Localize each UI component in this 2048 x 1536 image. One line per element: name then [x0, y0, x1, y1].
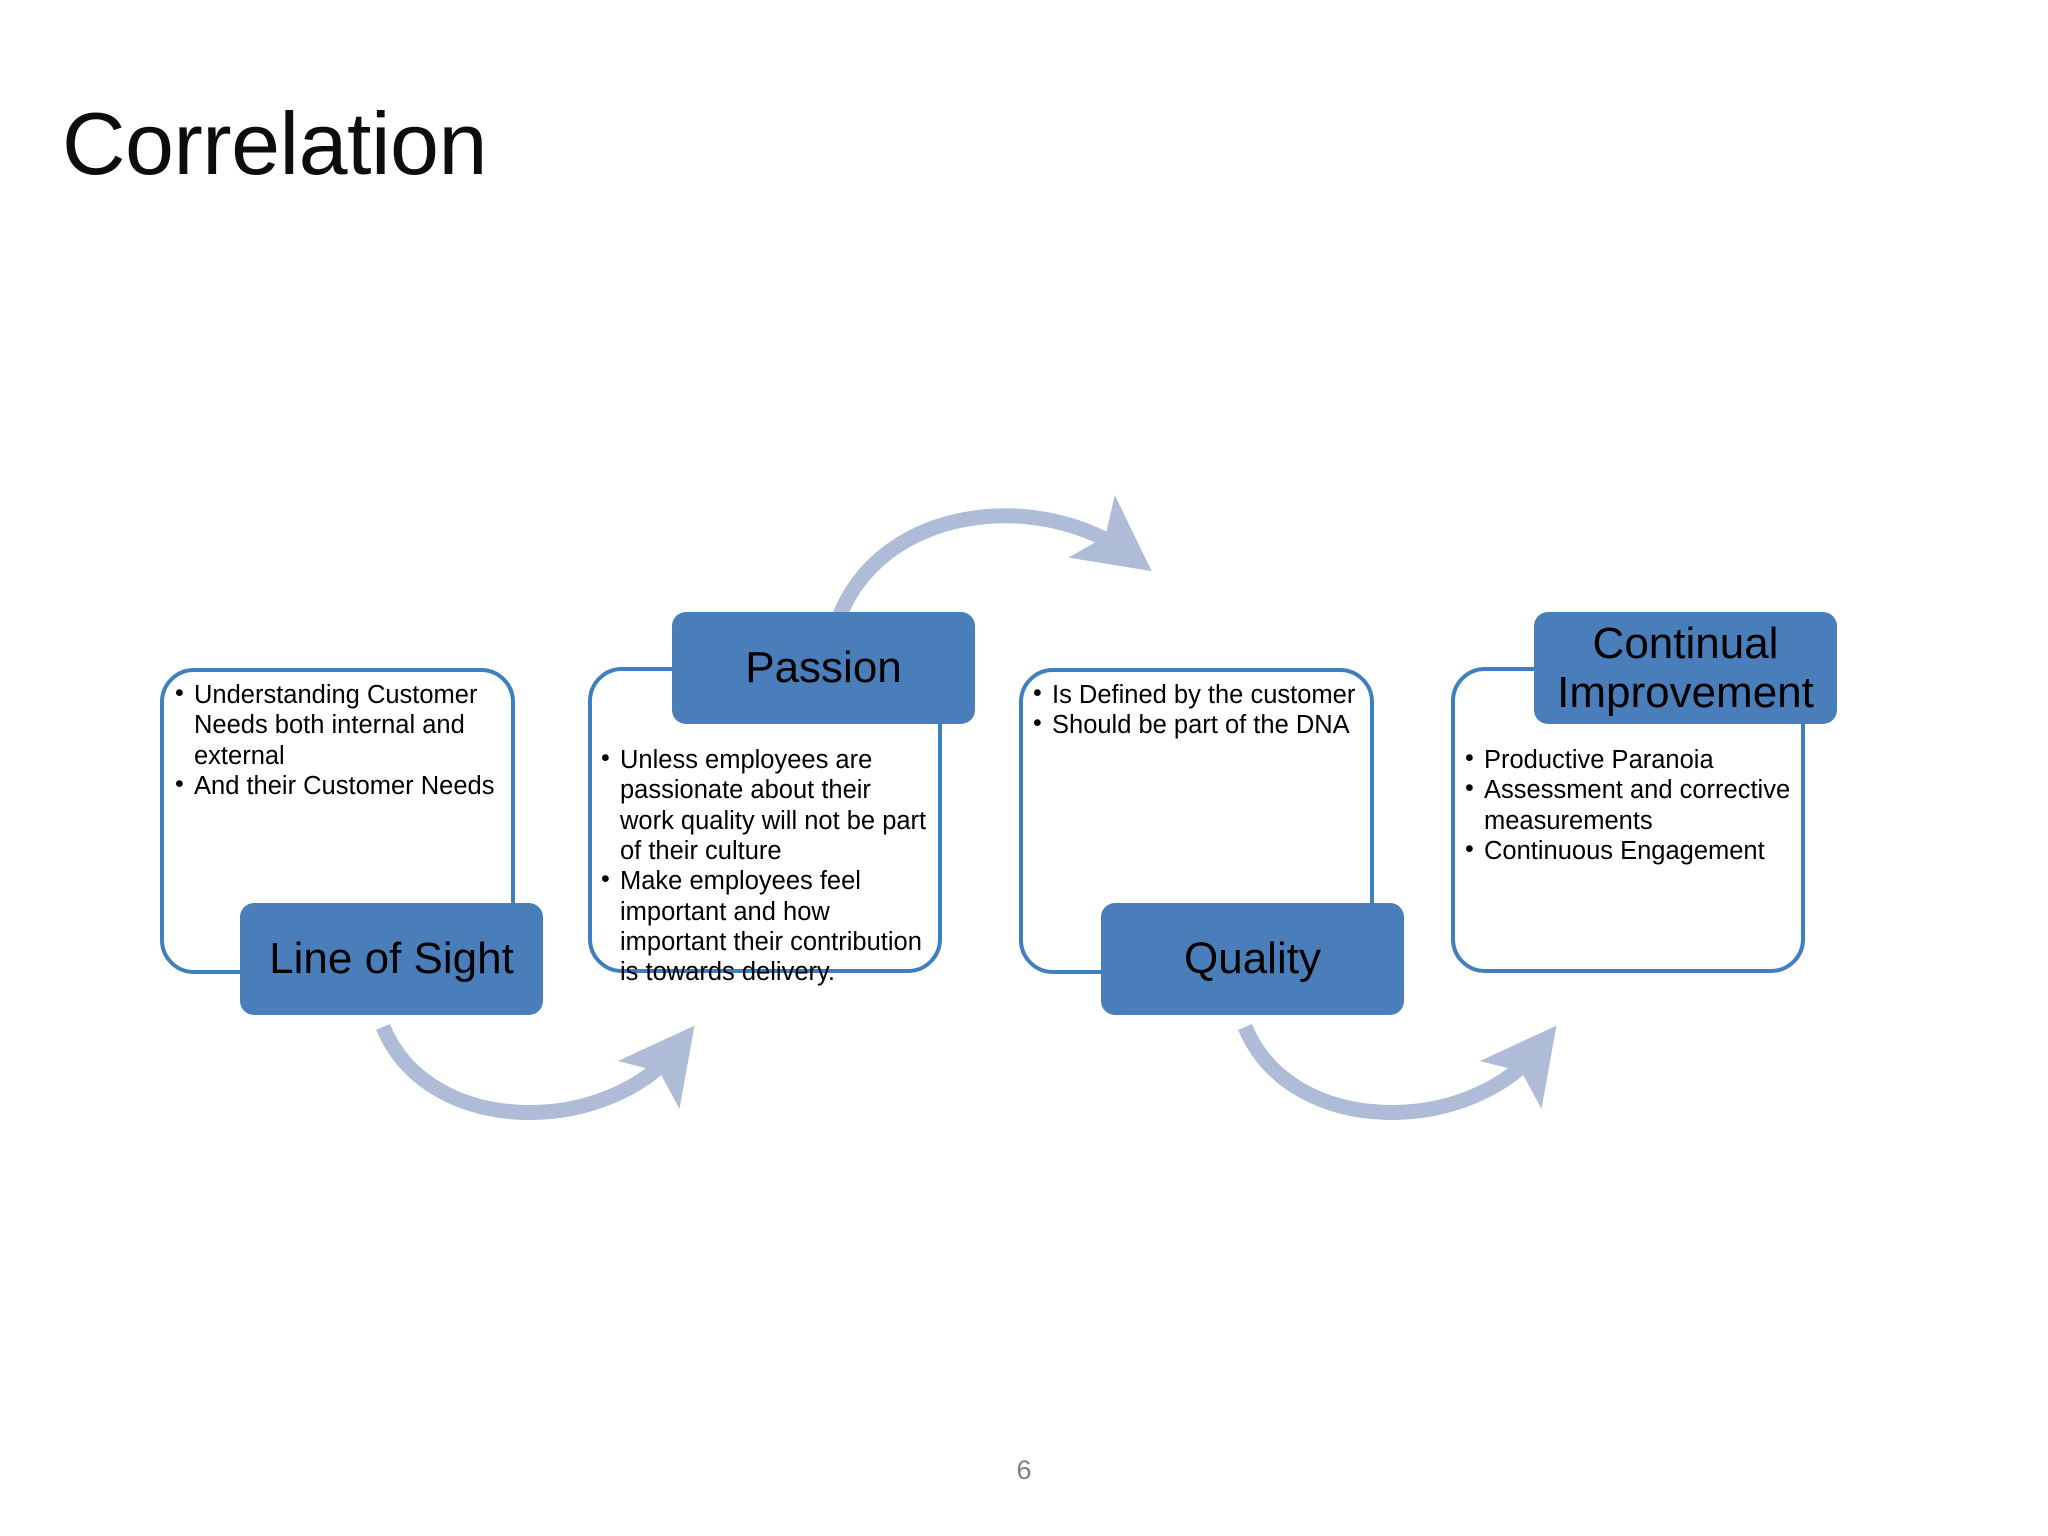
- bullet-list-quality: Is Defined by the customer Should be par…: [1033, 679, 1363, 741]
- label-text: Passion: [745, 643, 902, 693]
- page-title: Correlation: [62, 94, 487, 193]
- list-item: Productive Paranoia: [1465, 744, 1795, 775]
- list-item: Assessment and corrective measurements: [1465, 774, 1795, 836]
- label-text: Quality: [1184, 934, 1321, 984]
- list-item: Unless employees are passionate about th…: [601, 744, 931, 866]
- label-box-line-of-sight[interactable]: Line of Sight: [240, 903, 543, 1015]
- list-item: Understanding Customer Needs both intern…: [175, 679, 505, 771]
- arrow-line-of-sight-to-passion: [376, 1024, 695, 1120]
- label-text: Continual Improvement: [1557, 618, 1814, 717]
- label-box-passion[interactable]: Passion: [672, 612, 975, 724]
- label-box-quality[interactable]: Quality: [1101, 903, 1404, 1015]
- bullet-list-continual-improvement: Productive Paranoia Assessment and corre…: [1465, 744, 1795, 866]
- arrow-passion-to-quality: [830, 495, 1152, 623]
- page-number: 6: [1016, 1455, 1032, 1485]
- bullet-list-passion: Unless employees are passionate about th…: [601, 744, 931, 988]
- list-item: And their Customer Needs: [175, 770, 505, 801]
- label-box-continual-improvement[interactable]: Continual Improvement: [1534, 612, 1837, 724]
- arrow-quality-to-continual-improvement: [1238, 1024, 1557, 1120]
- list-item: Continuous Engagement: [1465, 835, 1795, 866]
- label-text: Line of Sight: [269, 934, 514, 984]
- list-item: Is Defined by the customer: [1033, 679, 1363, 710]
- list-item: Should be part of the DNA: [1033, 709, 1363, 740]
- bullet-list-line-of-sight: Understanding Customer Needs both intern…: [175, 679, 505, 801]
- list-item: Make employees feel important and how im…: [601, 865, 931, 987]
